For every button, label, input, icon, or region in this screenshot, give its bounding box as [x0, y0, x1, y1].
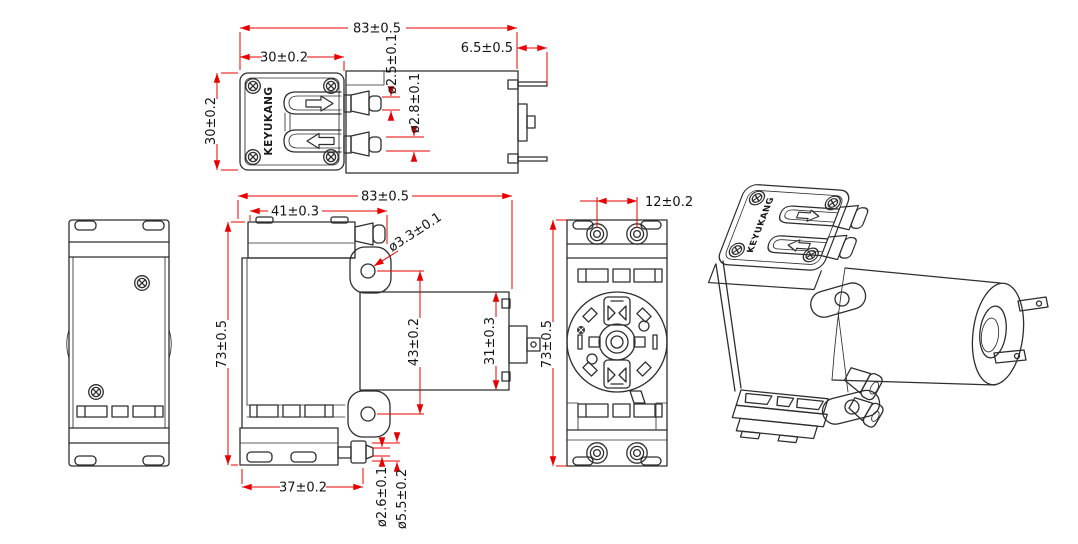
isometric-view: KEYUKANG — [707, 184, 1049, 444]
dim-side-base-width: 37±0.2 — [279, 481, 327, 496]
dim-rear-height: 73±0.5 — [540, 320, 555, 368]
dim-side-hole-spacing: 43±0.2 — [407, 318, 422, 366]
left-side-view — [66, 219, 172, 467]
iso-barb-lower — [848, 397, 884, 428]
screw-icon — [323, 78, 339, 94]
rear-ports — [586, 223, 648, 464]
flow-arrow-left-icon — [787, 239, 811, 252]
dim-top-head-width: 30±0.2 — [260, 51, 308, 66]
flow-arrow-right-icon — [305, 95, 334, 112]
screw-icon — [134, 275, 150, 291]
iso-bottom-plates — [731, 389, 829, 444]
iso-mounting-ear-top — [810, 282, 867, 318]
screw-icon — [245, 149, 261, 165]
rear-view-outline — [566, 219, 668, 467]
brand-label: KEYUKANG — [746, 197, 777, 253]
dim-top-overall: 83±0.5 — [353, 22, 401, 37]
dim-side-head-width: 41±0.3 — [271, 205, 319, 220]
dim-side-motor-dia: 31±0.3 — [483, 317, 498, 365]
pump-head-top-outline — [239, 72, 345, 171]
rear-view-dimensions — [549, 197, 638, 467]
top-view: KEYUKANG — [204, 22, 548, 174]
flow-arrows — [305, 95, 335, 150]
screw-icon — [88, 384, 104, 400]
dim-top-terminal: 6.5±0.5 — [461, 41, 513, 56]
dim-side-height: 73±0.5 — [215, 320, 230, 368]
screw-icon — [726, 242, 748, 258]
dim-side-mount-hole: ø3.3±0.1 — [386, 210, 445, 255]
flow-arrow-left-icon — [306, 132, 335, 150]
dim-top-barb-base: ø2.8±0.1 — [408, 73, 423, 133]
flow-arrow-right-icon — [795, 209, 820, 222]
motor-body-top — [345, 70, 548, 174]
iso-pump-head: KEYUKANG — [707, 184, 869, 291]
dim-side-outlet-tip: ø2.6±0.1 — [375, 467, 390, 527]
screw-icon — [800, 247, 822, 263]
screw-icon — [245, 78, 261, 94]
side-view-outline — [239, 216, 541, 466]
barb-fittings-top — [343, 90, 382, 157]
iso-body-edges — [715, 260, 849, 393]
port-icon — [586, 442, 608, 464]
screw-icon — [323, 149, 339, 165]
screw-cross — [578, 327, 584, 333]
dim-side-overall: 83±0.5 — [361, 190, 409, 205]
side-view-dimensions — [224, 192, 513, 491]
dim-rear-port-spacing: 12±0.2 — [645, 195, 693, 210]
rear-view: 12±0.2 73±0.5 — [540, 195, 693, 467]
iso-barb-upper — [843, 367, 883, 401]
main-side-view: 83±0.5 41±0.3 ø3.3±0.1 73±0.5 43±0.2 31±… — [215, 190, 541, 529]
dim-side-outlet-base: ø5.5±0.2 — [395, 469, 410, 529]
top-view-dimensions — [213, 24, 548, 171]
dim-top-head-height: 30±0.2 — [204, 97, 219, 145]
left-view-outline — [66, 219, 172, 467]
motor-end-cap — [566, 291, 668, 404]
port-icon — [626, 442, 648, 464]
iso-motor-cylinder — [831, 267, 1049, 386]
dim-top-barb-tip: ø2.5±0.1 — [385, 34, 400, 94]
brand-label: KEYUKANG — [263, 86, 275, 155]
iso-mounting-ear-bottom — [821, 389, 881, 425]
